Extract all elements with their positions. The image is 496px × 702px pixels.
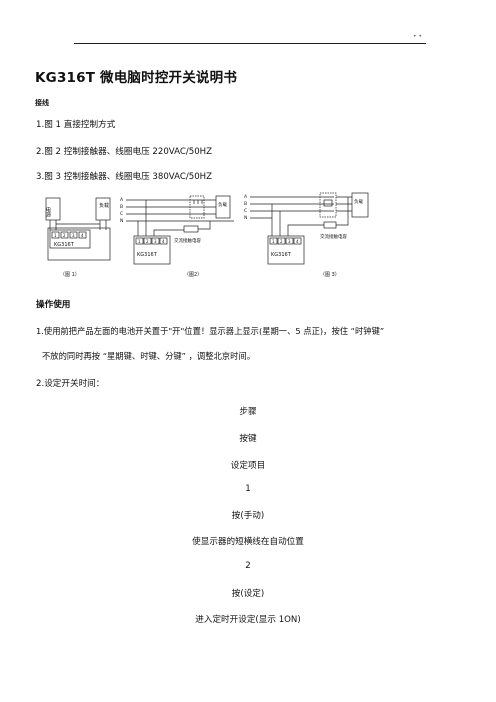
header-mark: • • [413, 33, 422, 40]
fig2-phase-a: A [120, 197, 124, 203]
fig3-terminal-2: 2 [280, 239, 283, 244]
fig3-terminal-1: 1 [272, 239, 275, 244]
fig1-terminal-1: 1 [54, 233, 57, 238]
step-2-key: 按(设定) [231, 589, 265, 599]
fig3-phase-a: A [244, 194, 248, 200]
figure-3: A B C N 负载 交流接触电容 1 2 3 4 KG316T （图 3） [244, 192, 369, 278]
fig2-contactor-label: 交流接触电容 [174, 237, 201, 244]
operation-heading: 操作使用 [36, 300, 71, 310]
figure-1: 电源 负载 1 2 3 4 KG316T （图 1） [45, 197, 111, 278]
wiring-item-1: 1.图 1 直接控制方式 [36, 120, 116, 130]
fig3-contactor-label: 交流接触电容 [320, 233, 347, 240]
fig1-load-label: 负载 [99, 202, 109, 209]
fig1-terminal-3: 3 [72, 233, 75, 238]
fig3-caption: （图 3） [320, 272, 340, 278]
fig1-terminal-2: 2 [63, 233, 66, 238]
fig3-terminal-4: 4 [296, 239, 299, 244]
wiring-item-2: 2.图 2 控制接触器、线圈电压 220VAC/50HZ [36, 147, 213, 157]
fig3-phase-n: N [244, 215, 247, 221]
step-heading: 步骤 [239, 407, 257, 417]
fig2-terminal-3: 3 [154, 239, 157, 244]
fig3-terminal-3: 3 [288, 239, 291, 244]
operation-para2: 2.设定开关时间： [36, 379, 105, 389]
wiring-figures: 电源 负载 1 2 3 4 KG316T （图 1） A B C N [34, 192, 374, 282]
fig2-caption: （图2） [184, 272, 202, 278]
fig2-terminal-4: 4 [162, 239, 165, 244]
fig3-phase-b: B [244, 201, 247, 207]
operation-para1-line2: 不放的同时再按 “星期键、时键、分键” ，调整北京时间。 [42, 351, 255, 361]
fig1-source-label: 电源 [45, 206, 51, 218]
step-number-1: 1 [245, 484, 251, 494]
fig2-terminal-1: 1 [138, 239, 141, 244]
fig3-load-label: 负载 [354, 198, 363, 205]
fig2-phase-c: C [120, 211, 123, 217]
step-number-2: 2 [245, 561, 251, 571]
fig1-device-label: KG316T [54, 242, 75, 248]
step-2-setting: 进入定时开设定(显示 1ON) [195, 615, 301, 625]
wiring-heading: 接线 [35, 99, 49, 107]
fig2-phase-b: B [120, 204, 123, 210]
step-1-key: 按(手动) [231, 511, 265, 521]
key-heading: 按键 [239, 434, 257, 444]
setting-item-heading: 设定项目 [230, 461, 266, 471]
fig3-phase-c: C [244, 208, 247, 214]
wiring-item-3: 3.图 3 控制接触器、线圈电压 380VAC/50HZ [36, 172, 213, 182]
document-title: KG316T 微电脑时控开关说明书 [35, 70, 238, 86]
step-1-setting: 使显示器的短横线在自动位置 [192, 537, 304, 547]
figure-2: A B C N 负载 交流接触电容 1 2 3 4 KG316T （图2） [120, 195, 234, 278]
fig2-load-label: 负载 [218, 201, 227, 208]
fig1-terminal-4: 4 [81, 233, 84, 238]
fig2-device-label: KG316T [137, 252, 158, 258]
operation-para1-line1: 1.使用前把产品左面的电池开关置于"开"位置！显示器上显示(星期一、5 点正)，… [36, 326, 385, 336]
fig3-device-label: KG316T [271, 252, 292, 258]
fig1-caption: （图 1） [60, 272, 80, 278]
header-rule [74, 43, 426, 44]
fig2-phase-n: N [120, 218, 123, 224]
fig2-terminal-2: 2 [146, 239, 149, 244]
